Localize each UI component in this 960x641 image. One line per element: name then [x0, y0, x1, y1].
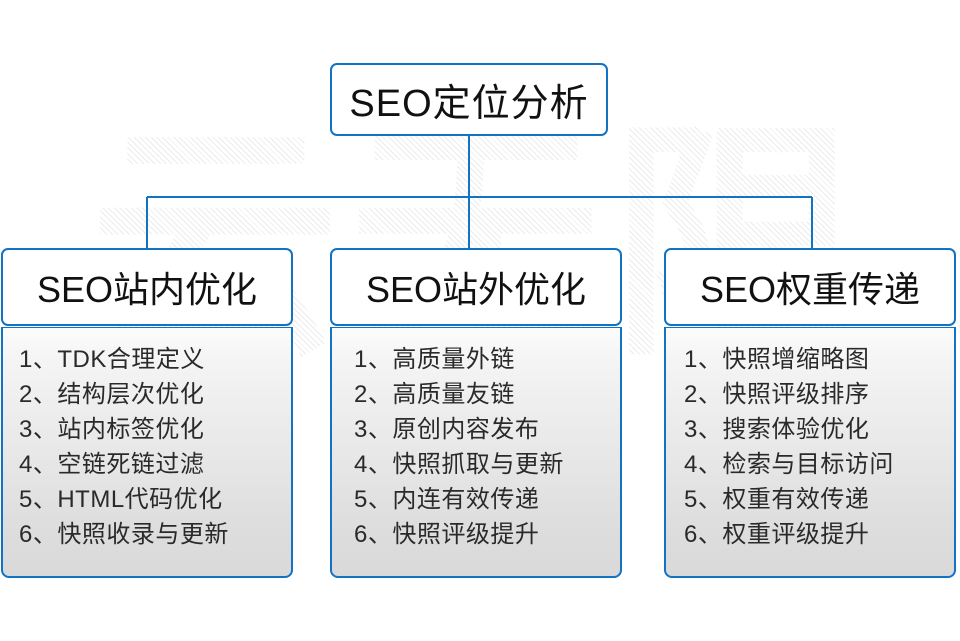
list-item: 5、权重有效传递 — [684, 486, 870, 513]
list-item: 1、TDK合理定义 — [19, 346, 205, 373]
list-item: 5、内连有效传递 — [354, 486, 540, 513]
branch-list-3: 1、快照增缩略图 2、快照评级排序 3、搜索体验优化 4、检索与目标访问 5、权… — [666, 342, 954, 552]
list-item: 3、搜索体验优化 — [684, 416, 870, 443]
branch-body-2: 1、高质量外链 2、高质量友链 3、原创内容发布 4、快照抓取与更新 5、内连有… — [330, 327, 622, 578]
branch-header-label-2: SEO站外优化 — [365, 269, 587, 310]
list-item: 4、快照抓取与更新 — [354, 451, 564, 478]
branch-list-1: 1、TDK合理定义 2、结构层次优化 3、站内标签优化 4、空链死链过滤 5、H… — [3, 342, 291, 552]
list-item: 4、空链死链过滤 — [19, 451, 205, 478]
list-item: 3、原创内容发布 — [354, 416, 540, 443]
list-item: 6、权重评级提升 — [684, 521, 870, 548]
list-item: 3、站内标签优化 — [19, 416, 205, 443]
list-item: 2、高质量友链 — [354, 381, 515, 408]
list-item: 2、快照评级排序 — [684, 381, 870, 408]
list-item: 1、高质量外链 — [354, 346, 515, 373]
branch-header-1[interactable]: SEO站内优化 — [1, 248, 293, 326]
root-node[interactable]: SEO定位分析 — [330, 63, 608, 136]
branch-header-2[interactable]: SEO站外优化 — [330, 248, 622, 326]
branch-header-label-1: SEO站内优化 — [36, 269, 258, 310]
list-item: 6、快照评级提升 — [354, 521, 540, 548]
branch-column-3: SEO权重传递 1、快照增缩略图 2、快照评级排序 3、搜索体验优化 4、检索与… — [664, 248, 956, 578]
list-item: 1、快照增缩略图 — [684, 346, 870, 373]
branch-header-3[interactable]: SEO权重传递 — [664, 248, 956, 326]
branch-list-2: 1、高质量外链 2、高质量友链 3、原创内容发布 4、快照抓取与更新 5、内连有… — [332, 342, 620, 552]
branch-body-1: 1、TDK合理定义 2、结构层次优化 3、站内标签优化 4、空链死链过滤 5、H… — [1, 327, 293, 578]
list-item: 5、HTML代码优化 — [19, 486, 223, 513]
list-item: 6、快照收录与更新 — [19, 521, 229, 548]
branch-column-1: SEO站内优化 1、TDK合理定义 2、结构层次优化 3、站内标签优化 4、空链… — [1, 248, 293, 578]
branch-header-label-3: SEO权重传递 — [699, 269, 921, 310]
branch-column-2: SEO站外优化 1、高质量外链 2、高质量友链 3、原创内容发布 4、快照抓取与… — [330, 248, 622, 578]
list-item: 2、结构层次优化 — [19, 381, 205, 408]
root-node-label: SEO定位分析 — [349, 83, 589, 125]
branch-body-3: 1、快照增缩略图 2、快照评级排序 3、搜索体验优化 4、检索与目标访问 5、权… — [664, 327, 956, 578]
list-item: 4、检索与目标访问 — [684, 451, 894, 478]
